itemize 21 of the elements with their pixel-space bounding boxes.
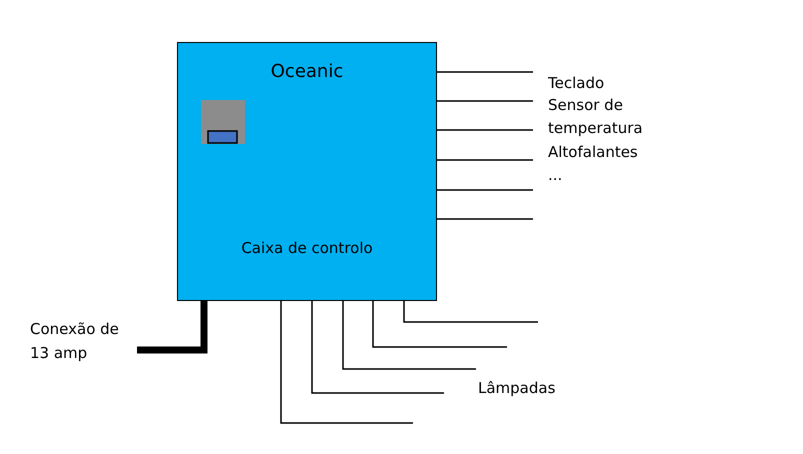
- power-cable: [137, 301, 208, 354]
- connector-line: [437, 189, 533, 191]
- connector-line: [403, 301, 538, 323]
- control-box: [177, 42, 437, 301]
- connector-line: [437, 100, 533, 102]
- box-label: Caixa de controlo: [240, 239, 374, 257]
- connection-label: Altofalantes: [548, 142, 639, 163]
- connector-line: [437, 159, 533, 161]
- connection-label: ...: [548, 165, 564, 186]
- connection-label: Lâmpadas: [478, 378, 556, 399]
- connection-label: Sensor de temperatura: [548, 95, 644, 139]
- connector-line: [437, 218, 533, 220]
- connector-line: [372, 301, 507, 348]
- connector-line: [280, 301, 413, 424]
- connector-line: [437, 71, 533, 73]
- node-label: Conexão de 13 amp: [30, 317, 130, 365]
- connection-label: Teclado: [548, 73, 606, 94]
- connector-line: [437, 129, 533, 131]
- connector-line: [342, 301, 476, 370]
- connector-line: [311, 301, 444, 394]
- box-title: Oceanic: [270, 61, 344, 82]
